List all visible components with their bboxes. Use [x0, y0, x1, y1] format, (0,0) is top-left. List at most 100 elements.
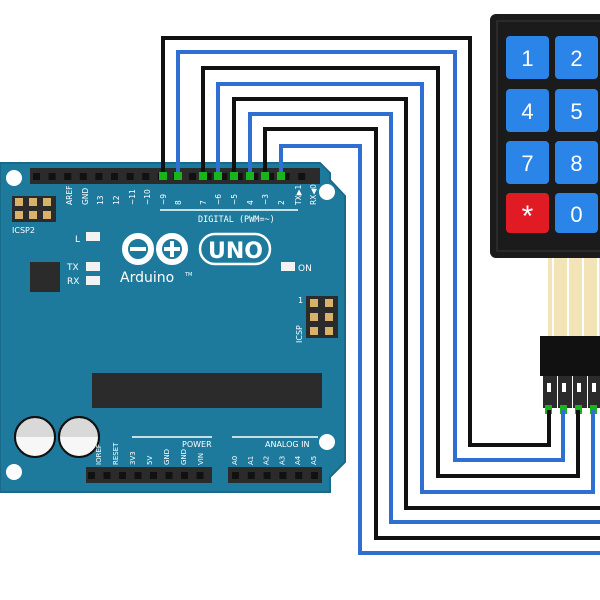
uno-badge	[198, 232, 272, 266]
keypad-module: 1 2 4 5 7 8 * 0	[490, 14, 600, 414]
header-pin	[64, 173, 72, 180]
header-pin	[134, 472, 142, 479]
analog-pin-label: A0	[231, 456, 239, 465]
icsp-label: ICSP	[295, 325, 304, 343]
header-pin	[189, 173, 196, 180]
connected-pin	[246, 172, 254, 180]
header-pin	[263, 472, 271, 479]
analog-pin-label: A1	[247, 456, 255, 465]
header-pin	[33, 173, 40, 180]
wiring	[161, 36, 600, 555]
connected-pin	[174, 172, 182, 180]
digital-pin-label: RX◀0	[309, 184, 318, 205]
connected-pin	[199, 172, 207, 180]
icsp2-label: ICSP2	[12, 226, 35, 235]
digital-pin-label: 12	[112, 195, 121, 205]
digital-label: DIGITAL (PWM=~)	[198, 215, 275, 225]
on-led	[281, 262, 295, 271]
l-led-label: L	[75, 235, 80, 245]
header-pin	[88, 472, 95, 479]
mounting-hole	[319, 434, 335, 450]
key-7[interactable]: 7	[506, 141, 549, 184]
header-pin	[298, 173, 306, 180]
key-7-label: 7	[521, 151, 533, 176]
key-1[interactable]: 1	[506, 36, 549, 79]
capacitor	[14, 416, 56, 458]
power-pin-label: RESET	[112, 442, 120, 465]
connected-pin	[159, 172, 167, 180]
mounting-hole	[319, 184, 335, 200]
atmega-chip	[92, 373, 322, 408]
key-2-label: 2	[570, 46, 582, 71]
analog-pin-label: A4	[294, 455, 302, 465]
icsp-header	[306, 296, 338, 338]
trademark-mark: TM	[184, 272, 192, 278]
digital-pin-label: 4	[246, 200, 255, 205]
connector-pins	[543, 376, 600, 414]
key-4-label: 4	[521, 99, 533, 124]
keypad-ribbon	[548, 252, 600, 340]
l-led	[86, 232, 100, 241]
key-5[interactable]: 5	[555, 89, 598, 132]
key-8-label: 8	[570, 151, 582, 176]
wire-blue	[176, 50, 565, 462]
key-star[interactable]: *	[506, 193, 549, 233]
header-pin	[111, 173, 118, 180]
key-2[interactable]: 2	[555, 36, 598, 79]
digital-pin-label: 2	[277, 200, 286, 205]
digital-pin-label: 13	[96, 195, 105, 205]
arduino-wordmark: Arduino	[120, 270, 174, 286]
power-pin-label: VIN	[197, 453, 205, 465]
tx-led-label: TX	[66, 263, 79, 273]
key-4[interactable]: 4	[506, 89, 549, 132]
digital-pin-label: ~9	[159, 194, 168, 205]
digital-pin-label: ~6	[214, 194, 223, 205]
digital-pin-label: GND	[81, 188, 90, 205]
analog-pin-label: A2	[263, 456, 271, 465]
header-pin	[119, 472, 126, 479]
header-pin	[232, 472, 239, 479]
power-label: POWER	[182, 440, 212, 449]
power-pin-label: 5V	[146, 456, 154, 465]
wire-black	[232, 97, 600, 510]
key-0[interactable]: 0	[555, 193, 598, 233]
header-pin	[142, 173, 150, 180]
bottom-pin-row	[88, 472, 318, 479]
connected-pin	[230, 172, 238, 180]
wire-black	[201, 66, 580, 478]
usb-chip	[30, 262, 60, 292]
key-8[interactable]: 8	[555, 141, 598, 184]
digital-pin-label: AREF	[65, 186, 74, 205]
uno-label: UNO	[208, 239, 263, 264]
power-pin-label: IOREF	[95, 444, 103, 465]
digital-pin-label: 7	[199, 200, 208, 205]
connected-pin	[214, 172, 222, 180]
wire-blue	[279, 144, 600, 555]
wire-blue	[216, 82, 595, 494]
header-pin	[235, 173, 243, 180]
wire-blue	[248, 112, 600, 524]
digital-pin-label: ~10	[143, 189, 152, 205]
board-body	[0, 162, 346, 493]
icsp2-header	[12, 196, 56, 222]
digital-pin-label: 8	[174, 200, 183, 205]
analog-pin-label: A3	[278, 456, 286, 465]
ribbon-traces	[552, 256, 599, 340]
header-pin	[311, 472, 318, 479]
power-pin-label: GND	[163, 449, 171, 465]
key-5-label: 5	[570, 99, 582, 124]
mounting-hole	[6, 170, 22, 186]
key-1-label: 1	[521, 46, 533, 71]
key-star-label: *	[522, 200, 534, 233]
header-pin	[251, 173, 259, 180]
header-pin	[204, 173, 212, 180]
digital-pin-label: ~3	[261, 194, 270, 205]
digital-pin-label: TX▶1	[294, 185, 303, 206]
digital-pin-label: ~11	[128, 189, 137, 205]
header-pin	[95, 173, 103, 180]
header-pin	[247, 472, 255, 479]
header-pin	[279, 472, 287, 479]
rx-led-label: RX	[67, 277, 79, 287]
